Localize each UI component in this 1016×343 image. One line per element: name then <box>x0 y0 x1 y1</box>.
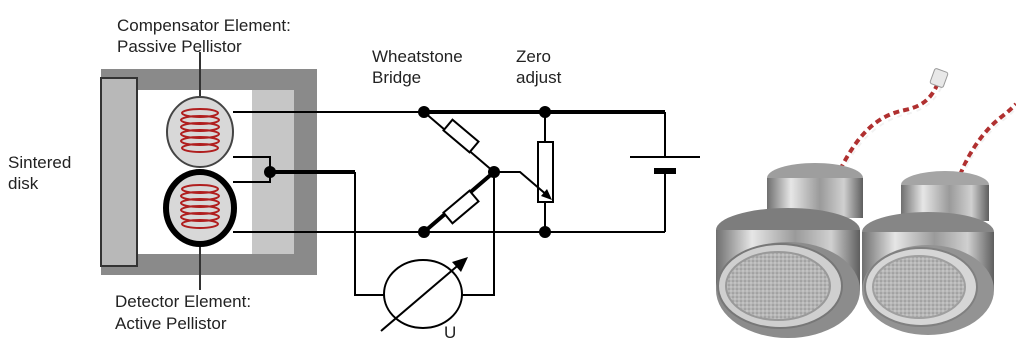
battery-icon <box>630 112 700 232</box>
sintered-disk-label: Sintered <box>8 153 71 172</box>
compensator-pellistor <box>166 52 234 168</box>
zero-adjust-label: Zero <box>516 47 551 66</box>
sintered-disk <box>100 77 138 267</box>
junction-dot <box>418 106 430 118</box>
diagram-labels: Compensator Element: Passive Pellistor S… <box>8 16 562 342</box>
resistor-upper-icon <box>442 118 480 154</box>
wheatstone-label: Wheatstone <box>372 47 463 66</box>
junction-dot <box>418 226 430 238</box>
junction-dot <box>539 106 551 118</box>
compensator-coil-icon <box>180 108 220 153</box>
meter-label: U <box>444 323 456 342</box>
sintered-disk-label: disk <box>8 174 39 193</box>
junction-dot <box>264 166 276 178</box>
wheatstone-label: Bridge <box>372 68 421 87</box>
gas-sensor-photo <box>716 68 1016 338</box>
resistor-lower-icon <box>442 189 480 225</box>
compensator-label: Compensator Element: <box>117 16 291 35</box>
junction-dot <box>539 226 551 238</box>
compensator-label: Passive Pellistor <box>117 37 242 56</box>
zero-adjust-potentiometer <box>494 106 554 238</box>
potentiometer-icon <box>537 141 554 203</box>
internal-wiring <box>233 111 424 233</box>
detector-pellistor <box>163 169 237 290</box>
voltmeter-icon <box>354 172 495 332</box>
arrow-icon <box>541 189 552 200</box>
zero-adjust-label: adjust <box>516 68 562 87</box>
detector-coil-icon <box>180 184 220 229</box>
detector-label: Detector Element: <box>115 292 251 311</box>
detector-label: Active Pellistor <box>115 314 227 333</box>
